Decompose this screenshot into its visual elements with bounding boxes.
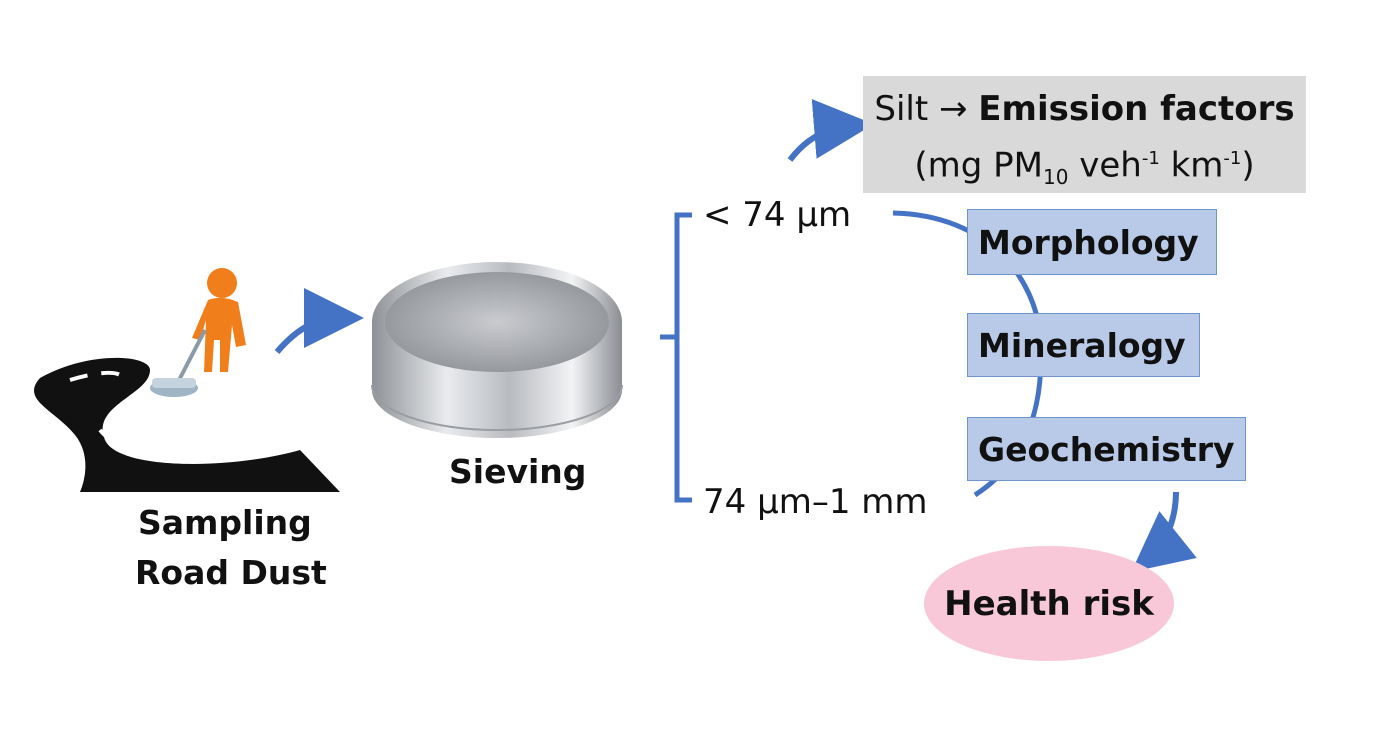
emission-factors-box: Silt → Emission factors (mg PM10 veh-1 k… [863,76,1306,193]
units-sup2: -1 [1223,148,1242,169]
emission-units: (mg PM10 veh-1 km-1) [863,134,1306,202]
arrow-silt-to-emission [787,98,874,162]
person-vacuum-icon [150,268,246,397]
fine-fraction-label: < 74 µm [703,195,852,235]
arrow-road-to-sieve [274,288,364,354]
analysis-box-mineralogy: Mineralogy [967,313,1200,377]
analysis-box-geochemistry: Geochemistry [967,417,1246,481]
emission-line1: Silt → Emission factors [863,84,1306,134]
sampling-label-line1: Sampling [138,503,312,542]
sampling-label-line2: Road Dust [135,553,327,592]
analysis-box-morphology: Morphology [967,209,1217,275]
arrow-geochem-to-health [1131,491,1197,573]
units-sup1: -1 [1141,148,1160,169]
health-risk-label: Health risk [944,583,1154,624]
silt-label: Silt [874,89,929,129]
health-risk-ellipse: Health risk [924,546,1174,661]
sieving-label: Sieving [449,452,587,491]
sieve-icon [371,262,623,438]
fraction-bracket [660,212,692,503]
coarse-fraction-label: 74 µm–1 mm [703,482,928,522]
emission-arrow: → [938,89,968,129]
road-icon [34,357,340,492]
units-part-a: (mg PM [914,145,1043,186]
units-part-d: ) [1241,145,1255,186]
emission-factors-title: Emission factors [978,89,1295,129]
units-part-c: km [1159,145,1224,186]
units-sub: 10 [1042,165,1069,190]
units-part-b: veh [1068,145,1142,186]
